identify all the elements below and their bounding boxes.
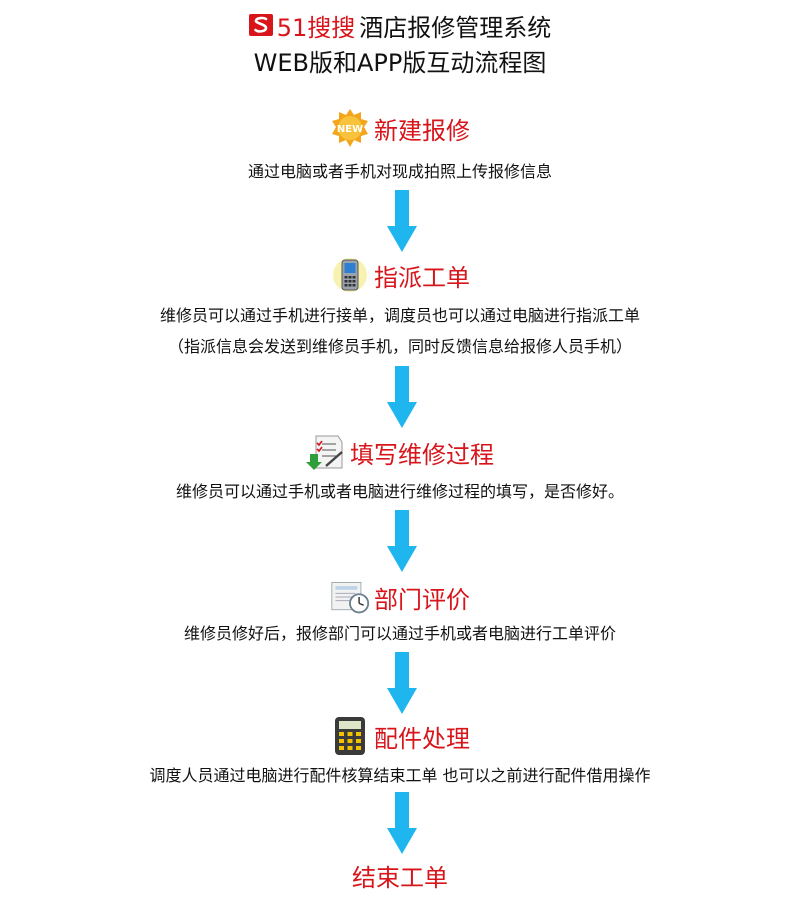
- step-description: 通过电脑或者手机对现成拍照上传报修信息: [247, 162, 552, 181]
- step-description: 调度人员通过电脑进行配件核算结束工单 也可以之前进行配件借用操作: [149, 766, 651, 785]
- step-title: 配件处理: [374, 724, 470, 753]
- flow-arrow-down: [387, 792, 417, 854]
- step-assign-order: 指派工单: [0, 255, 800, 295]
- system-name: 酒店报修管理系统: [359, 13, 552, 42]
- step-description: 维修员可以通过手机或者电脑进行维修过程的填写，是否修好。: [175, 482, 624, 501]
- step-close-order: 结束工单: [0, 858, 800, 893]
- new-badge-icon: NEW: [330, 108, 370, 148]
- brand-name: 51搜搜: [276, 13, 356, 42]
- flow-arrow-down: [387, 190, 417, 252]
- document-clock-icon: [330, 577, 370, 617]
- step-title: 指派工单: [374, 263, 470, 292]
- flow-arrow-down: [387, 652, 417, 714]
- flow-arrow-down: [387, 510, 417, 572]
- step-title: 结束工单: [352, 864, 448, 892]
- step-new-repair: NEW 新建报修: [0, 108, 800, 148]
- step-title: 新建报修: [374, 116, 470, 145]
- step-description: 维修员可以通过手机进行接单，调度员也可以通过电脑进行指派工单: [159, 306, 640, 325]
- flow-arrow-down: [387, 366, 417, 428]
- svg-text:NEW: NEW: [337, 124, 363, 135]
- step-description-note: （指派信息会发送到维修员手机，同时反馈信息给报修人员手机）: [167, 337, 632, 356]
- checklist-pen-icon: [306, 432, 346, 472]
- diagram-subtitle: WEB版和APP版互动流程图: [253, 49, 547, 77]
- calculator-icon: [330, 716, 370, 756]
- mobile-phone-icon: [330, 255, 370, 295]
- header-title: 51搜搜 酒店报修管理系统: [0, 10, 800, 42]
- step-description: 维修员修好后，报修部门可以通过手机或者电脑进行工单评价: [183, 624, 616, 643]
- step-title: 填写维修过程: [350, 440, 494, 469]
- brand-logo-icon: [248, 13, 273, 37]
- step-parts-processing: 配件处理: [0, 716, 800, 756]
- step-fill-repair-process: 填写维修过程: [0, 432, 800, 472]
- step-department-evaluation: 部门评价: [0, 577, 800, 617]
- step-title: 部门评价: [374, 585, 470, 614]
